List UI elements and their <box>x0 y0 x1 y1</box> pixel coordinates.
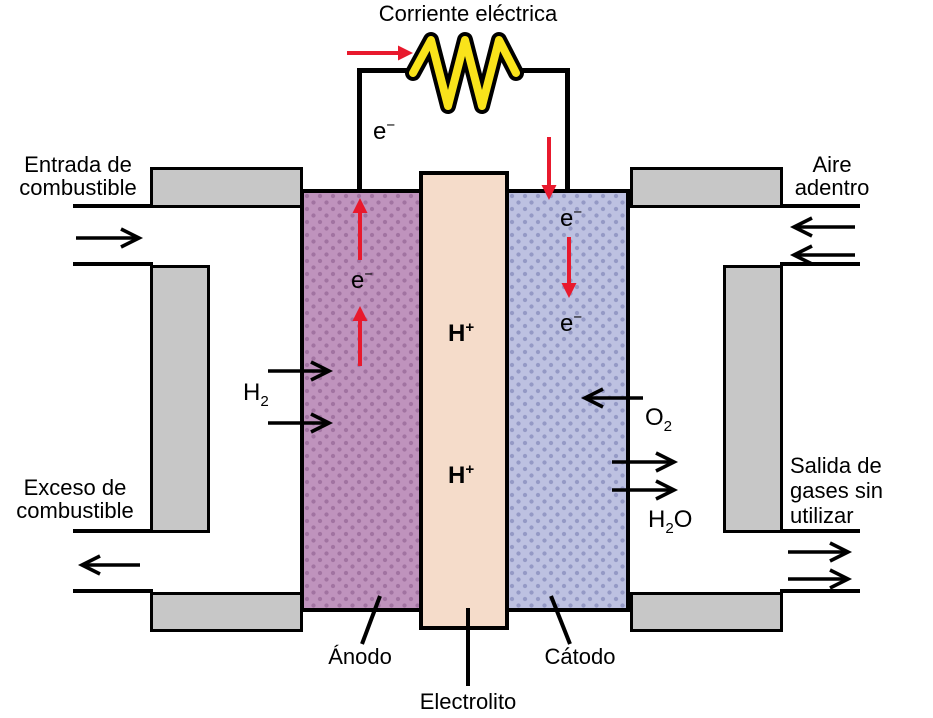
water-symbol-o: O <box>673 506 693 533</box>
electron-charge: − <box>386 117 396 134</box>
channel-line-air-in-top <box>780 204 860 208</box>
fuel-channel-bar-top-left <box>150 167 303 208</box>
unused-gas-outlet-label-line1: Salida de <box>790 453 882 478</box>
water-symbol-h: H <box>648 506 666 533</box>
water-subscript: 2 <box>665 519 674 537</box>
channel-line-air-in-bottom <box>780 262 860 266</box>
fuel-inlet-label-line2: combustible <box>19 175 137 200</box>
excess-fuel-label: Exceso de combustible <box>0 476 150 522</box>
hydrogen-label: H2 <box>243 380 269 415</box>
gas-outlet-arrow-1 <box>788 541 853 563</box>
excess-fuel-label-line2: combustible <box>16 498 134 523</box>
unused-gas-outlet-label: Salida de gases sin utilizar <box>790 453 930 528</box>
electron-symbol: e <box>351 267 365 294</box>
proton-symbol: H <box>448 320 466 347</box>
oxygen-label: O2 <box>645 405 672 440</box>
channel-line-gas-out-bottom <box>780 589 860 593</box>
electron-charge: − <box>573 309 583 326</box>
oxygen-symbol: O <box>645 404 664 431</box>
air-inlet-label-line2: adentro <box>794 175 870 200</box>
fuel-channel-bar-bottom-left <box>150 592 303 632</box>
electron-label-cathode-top: e− <box>560 200 582 232</box>
oxygen-subscript: 2 <box>663 417 673 435</box>
electron-label-wire: e− <box>373 113 395 145</box>
anode-label: Ánodo <box>328 644 392 669</box>
circuit-wire-left-vertical <box>357 68 362 193</box>
circuit-wire-top-left <box>357 68 419 73</box>
proton-label-lower: H+ <box>448 457 474 489</box>
proton-label-upper: H+ <box>448 315 474 347</box>
proton-charge: + <box>465 461 475 478</box>
resistor-icon <box>405 32 524 114</box>
current-direction-arrow <box>347 45 413 61</box>
channel-line-fuel-in-bottom <box>73 262 153 266</box>
air-channel-bar-top-right <box>630 167 783 208</box>
channel-line-fuel-out-bottom <box>73 589 153 593</box>
electron-label-anode: e− <box>351 262 373 294</box>
electron-label-cathode-bottom: e− <box>560 305 582 337</box>
water-label: H2O <box>648 507 692 542</box>
hydrogen-subscript: 2 <box>260 392 269 410</box>
fuel-inlet-label: Entrada de combustible <box>0 153 156 199</box>
proton-symbol: H <box>448 462 466 489</box>
fuel-inlet-label-line1: Entrada de <box>24 152 132 177</box>
air-inlet-label-line1: Aire <box>812 152 852 177</box>
electrolyte-label: Electrolito <box>419 689 517 714</box>
unused-gas-outlet-label-line2: gases sin <box>790 478 883 503</box>
gas-outlet-arrow-2 <box>788 568 853 590</box>
excess-fuel-outlet-arrow <box>77 554 140 576</box>
electron-charge: − <box>573 204 583 221</box>
air-inlet-arrow-1 <box>789 216 855 238</box>
circuit-wire-top-right <box>508 68 570 73</box>
electron-symbol: e <box>373 118 387 145</box>
hydrogen-symbol: H <box>243 379 261 406</box>
proton-charge: + <box>465 319 475 336</box>
air-channel-bar-bottom-right <box>630 592 783 632</box>
channel-line-fuel-in-top <box>73 204 153 208</box>
cathode-label: Cátodo <box>544 644 616 669</box>
channel-line-gas-out-top <box>780 529 860 533</box>
excess-fuel-label-line1: Exceso de <box>23 475 127 500</box>
title: Corriente eléctrica <box>378 1 558 26</box>
circuit-wire-right-vertical <box>565 68 570 193</box>
cathode-region <box>505 189 630 612</box>
electron-charge: − <box>364 266 374 283</box>
fuel-channel-bar-mid-left <box>150 265 210 533</box>
electron-symbol: e <box>560 205 574 232</box>
unused-gas-outlet-label-line3: utilizar <box>790 503 854 528</box>
fuel-inlet-arrow <box>76 227 144 249</box>
anode-region <box>300 189 423 612</box>
air-inlet-label: Aire adentro <box>782 153 882 199</box>
electrolyte-region <box>419 171 509 630</box>
air-channel-bar-mid-right <box>723 265 783 533</box>
channel-line-fuel-out-top <box>73 529 153 533</box>
electron-symbol: e <box>560 310 574 337</box>
